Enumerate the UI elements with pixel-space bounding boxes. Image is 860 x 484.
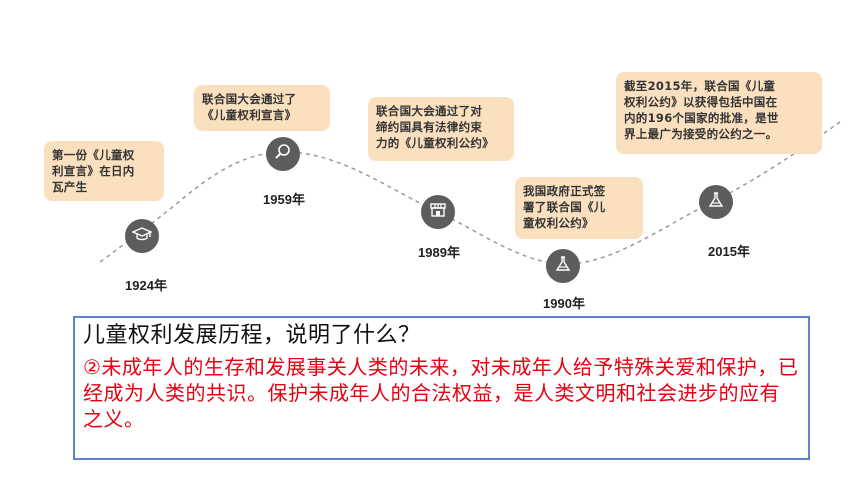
storefront-icon: [428, 200, 448, 224]
callout-2015: 截至2015年，联合国《儿童 权利公约》以获得包括中国在 内的196个国家的批准…: [616, 72, 822, 154]
answer-text: ②未成年人的生存和发展事关人类的未来，对未成年人给予特殊关爱和保护，已经成为人类…: [83, 355, 799, 431]
flask-icon: [553, 254, 573, 278]
callout-1924: 第一份《儿童权 利宣言》在日内 瓦产生: [44, 141, 164, 201]
node-1924: [125, 219, 159, 253]
graduation-cap-icon: [131, 224, 153, 248]
callout-1959: 联合国大会通过了 《儿童权利宣言》: [194, 85, 330, 131]
year-label-1990: 1990年: [543, 296, 585, 311]
node-1959: [266, 137, 300, 171]
node-1989: [421, 195, 455, 229]
callout-1990: 我国政府正式签 署了联合国《儿 童权利公约》: [515, 177, 643, 239]
flask-icon: [706, 190, 726, 214]
node-2015: [699, 185, 733, 219]
qa-box: 儿童权利发展历程，说明了什么？ ②未成年人的生存和发展事关人类的未来，对未成年人…: [73, 316, 810, 460]
year-label-2015: 2015年: [708, 244, 750, 259]
magnifier-icon: [273, 142, 293, 166]
year-label-1924: 1924年: [125, 278, 167, 293]
year-label-1959: 1959年: [263, 192, 305, 207]
callout-1989: 联合国大会通过了对 缔约国具有法律约束 力的《儿童权利公约》: [368, 97, 514, 161]
question-text: 儿童权利发展历程，说明了什么？: [83, 323, 421, 348]
node-1990: [546, 249, 580, 283]
year-label-1989: 1989年: [418, 245, 460, 260]
